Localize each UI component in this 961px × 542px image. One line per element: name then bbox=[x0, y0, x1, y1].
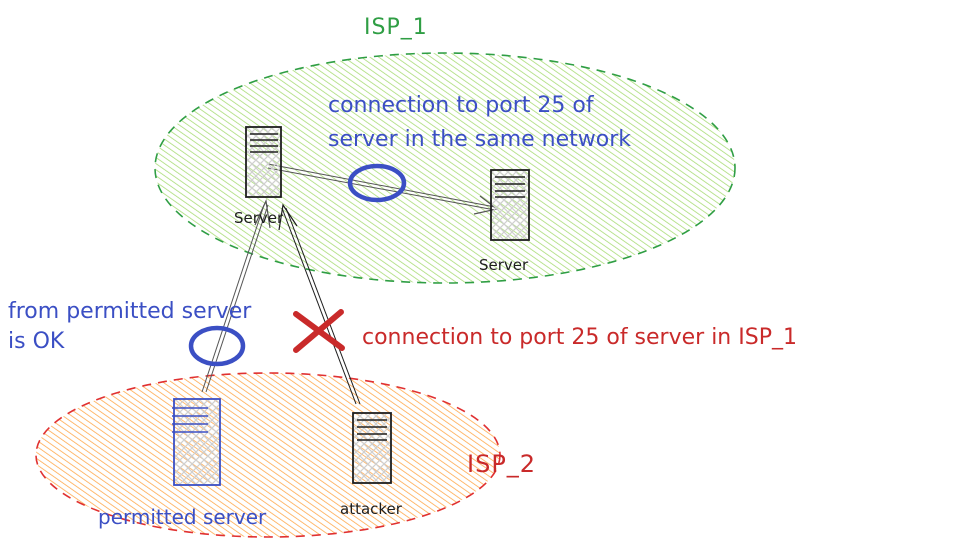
annotation-same-network-line2: server in the same network bbox=[328, 127, 631, 152]
node-label: permitted server bbox=[98, 505, 267, 529]
node-server-b: Server bbox=[479, 169, 530, 274]
node-label: attacker bbox=[340, 500, 403, 518]
blocked-x-icon bbox=[293, 309, 345, 353]
isp2-label: ISP_2 bbox=[467, 450, 536, 478]
annotation-permitted-line1: from permitted server bbox=[8, 299, 252, 324]
network-isp1: ISP_1 bbox=[154, 15, 736, 284]
node-server-a: Server bbox=[234, 126, 284, 227]
node-label: Server bbox=[234, 209, 284, 227]
ok-circle-icon bbox=[188, 325, 246, 367]
node-attacker: attacker bbox=[340, 412, 403, 518]
annotation-permitted-line2: is OK bbox=[8, 329, 65, 354]
isp2-border bbox=[35, 372, 501, 538]
edge-permitted-to-server-a bbox=[201, 198, 271, 393]
isp1-label: ISP_1 bbox=[364, 15, 428, 40]
server-icon bbox=[490, 169, 530, 241]
edge-attacker-to-server-a bbox=[278, 203, 361, 405]
isp1-border bbox=[154, 52, 736, 284]
ok-circle-icon bbox=[347, 163, 407, 203]
arrowhead-icon bbox=[278, 203, 298, 231]
arrowhead-icon bbox=[254, 198, 271, 229]
annotation-same-network-line1: connection to port 25 of bbox=[328, 93, 595, 118]
server-icon bbox=[352, 412, 392, 484]
node-permitted-server: permitted server bbox=[98, 398, 267, 529]
annotation-blocked: connection to port 25 of server in ISP_1 bbox=[362, 325, 797, 350]
node-label: Server bbox=[479, 256, 529, 274]
server-icon bbox=[245, 126, 282, 198]
isp1-area bbox=[155, 53, 735, 283]
server-icon bbox=[172, 398, 221, 486]
